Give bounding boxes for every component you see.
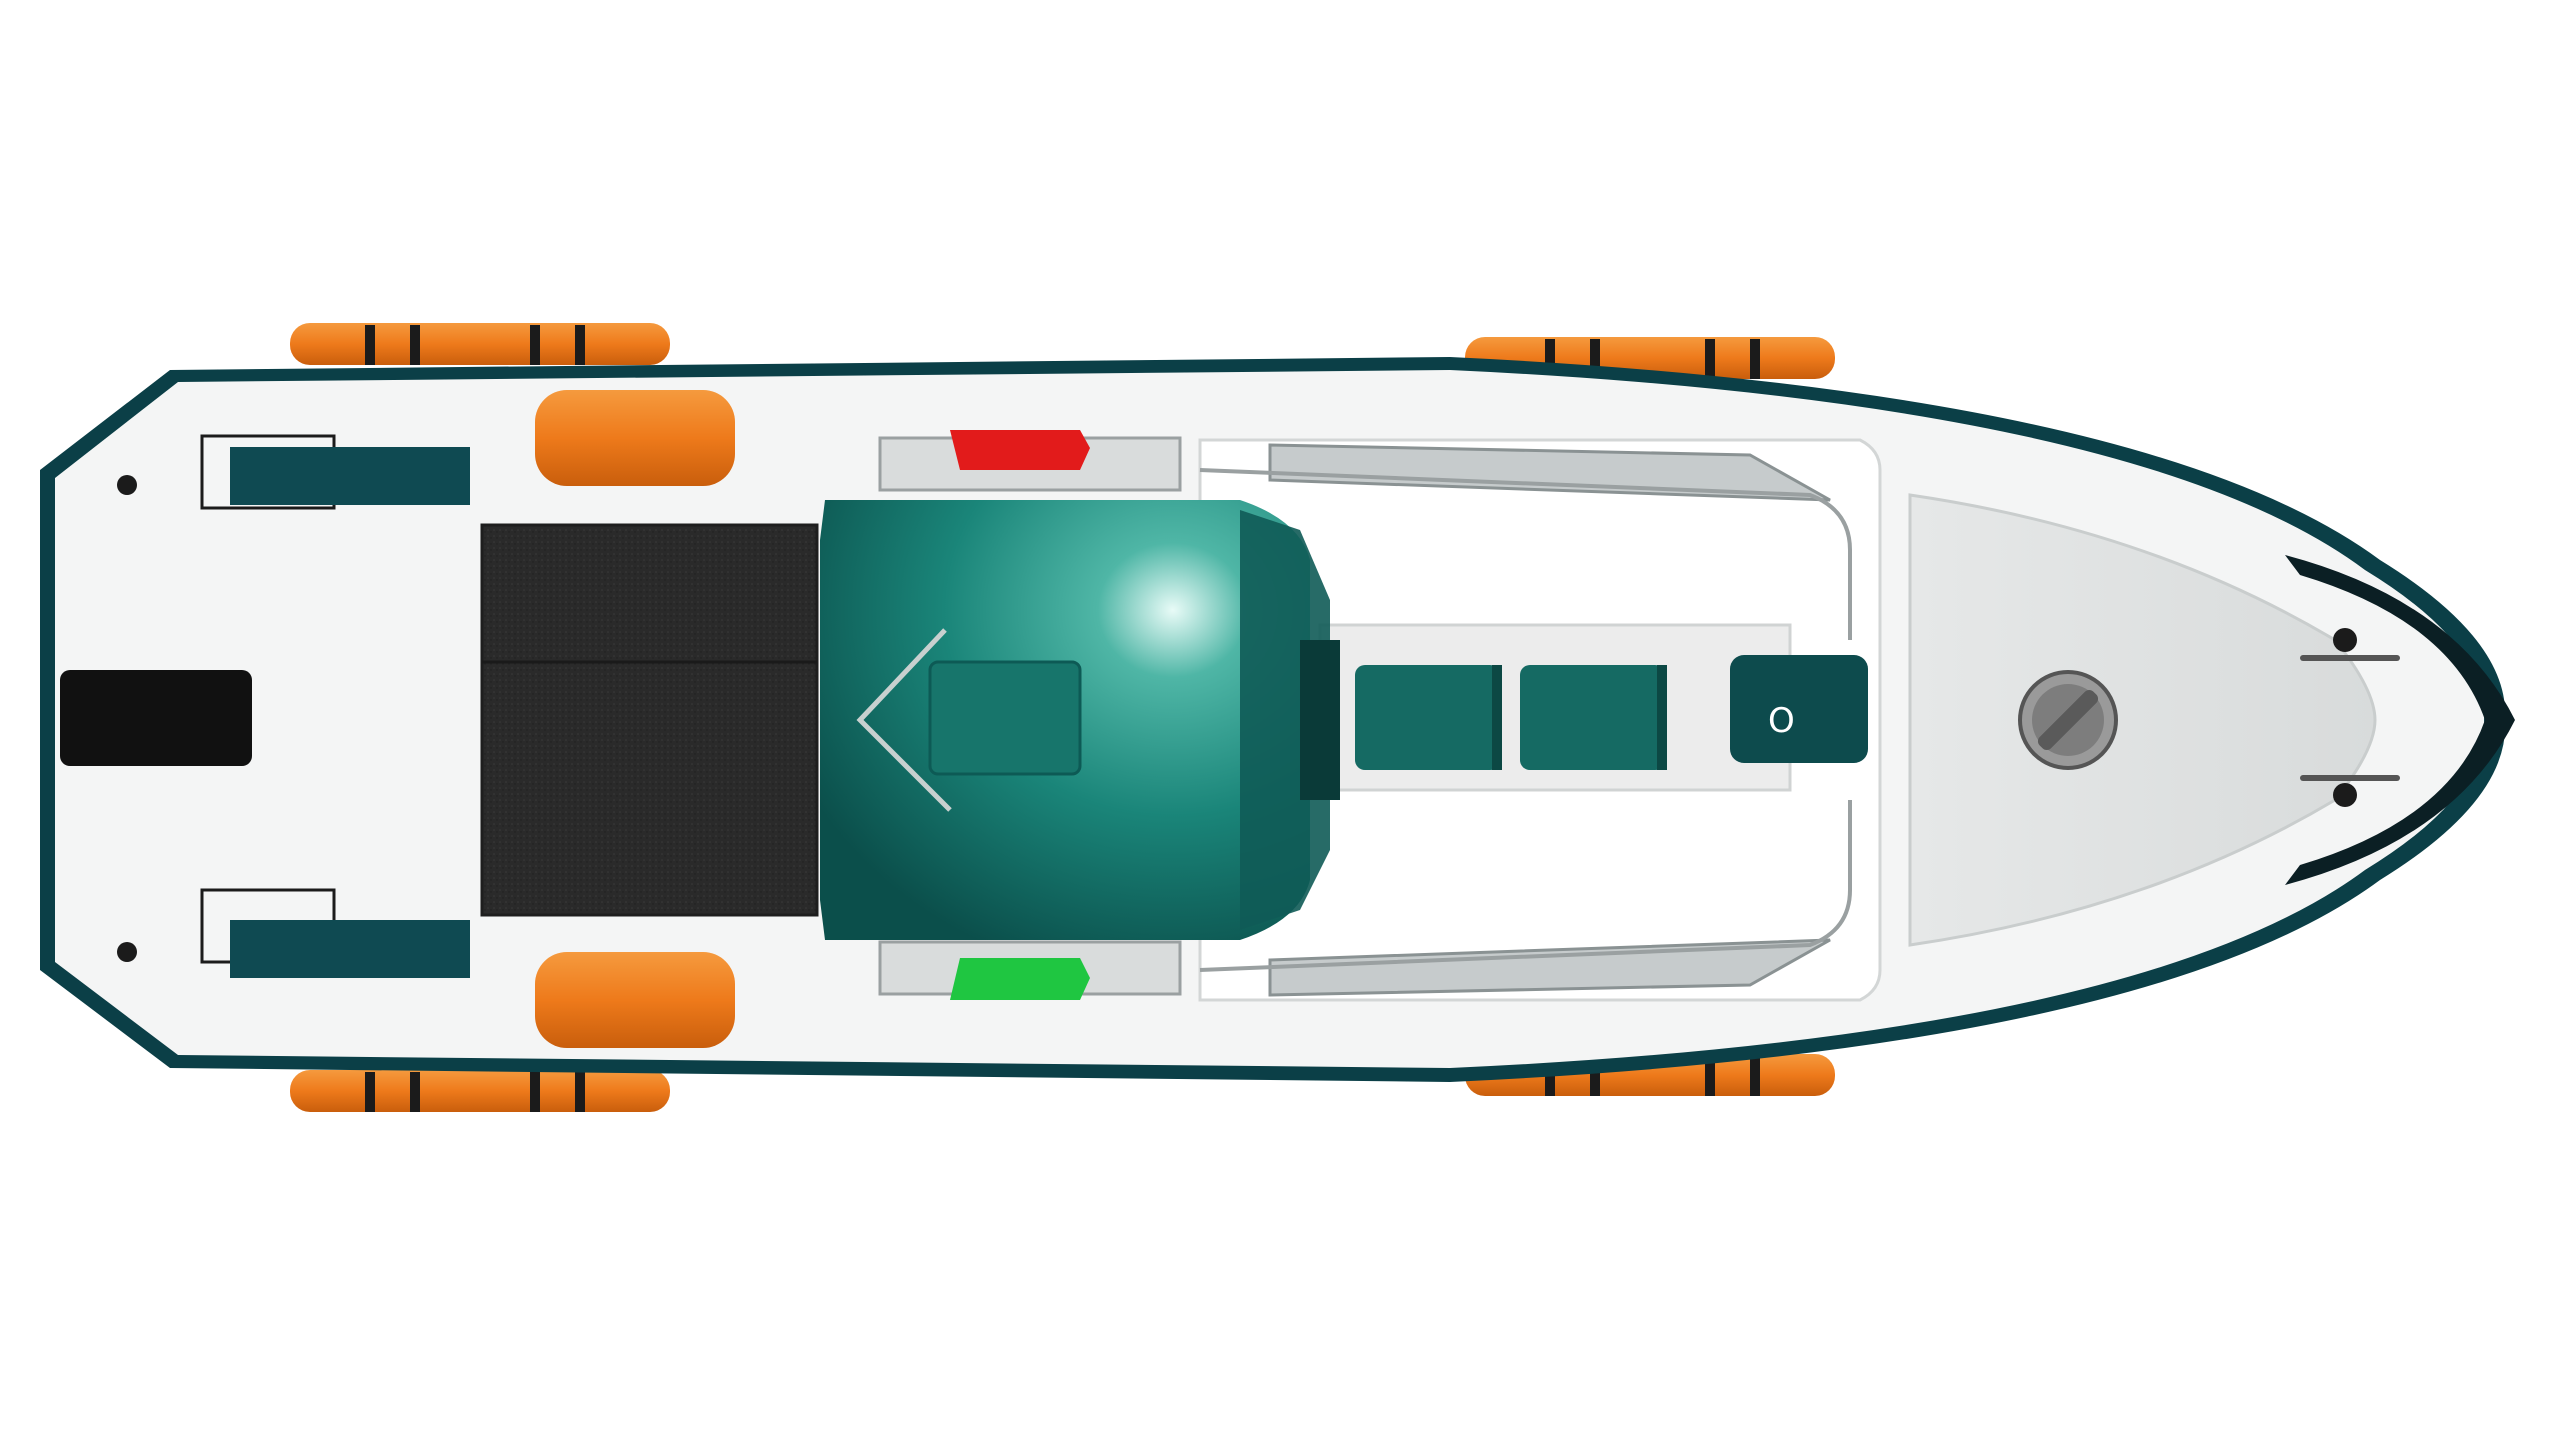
aft-storage-boxes [200,434,470,978]
seat-2 [1520,665,1665,770]
roof-antenna [856,628,952,812]
transom-slot [60,670,252,766]
fender-stbd-aft [290,1070,670,1112]
hatch-box: O [1730,655,1868,763]
bow-cleats [2300,628,2400,807]
cargo-mat [480,523,819,917]
side-windows [1268,443,1831,997]
cabin-roof [820,500,1340,940]
fender-port-aft [290,323,670,365]
seat-1 [1355,665,1500,770]
roof-hatch [928,660,1082,776]
aft-cleats [117,475,137,962]
seats [1355,665,1667,770]
orange-barrels [535,390,735,1048]
port-light-red [950,430,1090,470]
hatch-box-label: O [1768,701,1795,741]
grab-rails [1199,468,1852,972]
deck-hatch-round [2018,670,2118,770]
starboard-light-green [950,958,1090,1000]
bow-deck [1908,493,2377,947]
